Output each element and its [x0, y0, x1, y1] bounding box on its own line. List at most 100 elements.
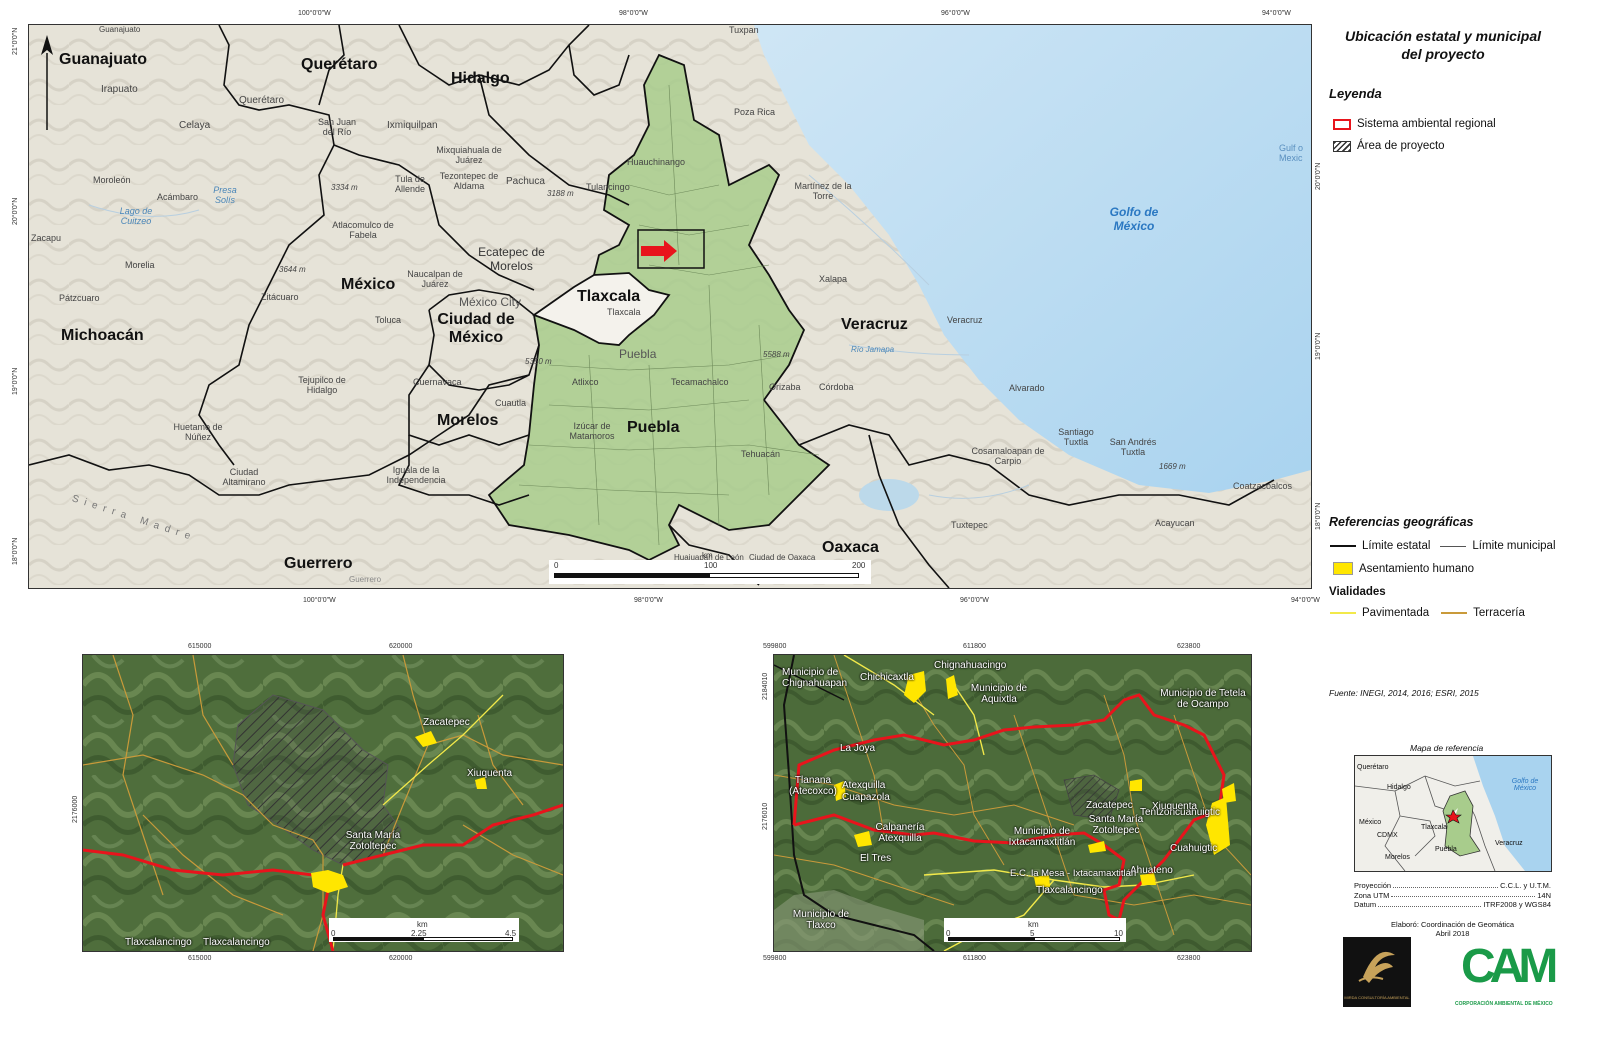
main-map[interactable]: Guanajuato Querétaro Hidalgo México Mich… — [28, 24, 1312, 589]
sar-swatch — [1333, 118, 1351, 130]
place-label: Pachuca — [506, 176, 545, 187]
scale-tick: 2.25 — [411, 929, 427, 938]
sar-boundary — [83, 848, 335, 951]
legend-heading: Leyenda — [1329, 86, 1382, 101]
north-arrow-icon — [41, 35, 53, 55]
place-label: Huauchinango — [627, 157, 686, 167]
scale-tick: 0 — [946, 929, 951, 938]
ref-label: México — [1359, 819, 1382, 826]
settlement-polygon — [1222, 783, 1236, 803]
legend-item-roads: Pavimentada Terracería — [1330, 607, 1525, 619]
inset-map-left[interactable]: Zacatepec Xiuquenta Santa María Zotoltep… — [82, 654, 564, 952]
settlement-polygon — [854, 831, 872, 847]
place-label: Ciudad de Oaxaca — [749, 553, 816, 562]
coord-label: 2176000 — [72, 795, 79, 823]
credits-line: Elaboró: Coordinación de Geomática — [1391, 920, 1514, 929]
place-label: 5588 m — [763, 350, 790, 359]
coord-label: 96°0'0"W — [960, 597, 989, 604]
place-label: Atexquilla — [842, 780, 886, 791]
state-label: México — [341, 276, 396, 293]
credits: Elaboró: Coordinación de Geomática Abril… — [1354, 920, 1551, 938]
state-label: Hidalgo — [451, 70, 510, 87]
proj-value: 14N — [1537, 890, 1551, 900]
state-limit — [782, 655, 935, 951]
place-label: Huetamo de Núñez — [173, 422, 223, 442]
place-label: Calpanería Atexquilla — [875, 822, 925, 844]
state-label: Tlaxcala — [577, 288, 641, 305]
paved-swatch — [1330, 612, 1356, 614]
coord-label: 2184010 — [762, 672, 769, 700]
coord-label: 20°0'0"N — [1315, 162, 1322, 190]
gulf-sea — [754, 25, 1311, 493]
ref-map-title: Mapa de referencia — [1410, 743, 1484, 753]
coord-label: 98°0'0"W — [634, 597, 663, 604]
place-label: Cosamaloapan de Carpio — [971, 446, 1045, 466]
place-label: Morelia — [125, 260, 155, 270]
place-label: Guerrero — [349, 575, 382, 584]
state-label: Oaxaca — [822, 539, 879, 556]
place-label: Municipio de Aquixtla — [970, 683, 1028, 705]
place-label: Chignahuacingo — [934, 660, 1007, 671]
coord-label: 620000 — [389, 643, 413, 650]
place-label: Municipio de Tlaxco — [792, 909, 850, 931]
legend-item-state-limit: Límite estatal Límite municipal — [1330, 540, 1556, 552]
place-label: 5350 m — [525, 357, 552, 366]
coord-label: 18°0'0"N — [1315, 502, 1322, 530]
coord-label: 599800 — [763, 643, 787, 650]
reference-map-canvas — [1355, 756, 1551, 871]
settlement-polygon — [834, 781, 846, 801]
place-label: Cuahuigtic — [1170, 843, 1218, 854]
proj-value: ITRF2008 y WGS84 — [1483, 900, 1551, 909]
inset-left-canvas — [83, 655, 563, 951]
scale-unit: km — [1028, 920, 1039, 929]
main-map-canvas — [29, 25, 1311, 588]
inset-right-canvas — [774, 655, 1251, 951]
place-label: 3644 m — [279, 265, 306, 274]
place-label: Tlanana (Atecoxco) — [789, 775, 837, 797]
place-label: Atlacomulco de Fabela — [332, 220, 394, 240]
ref-label: Querétaro — [1357, 764, 1389, 771]
place-label: E.C. la Mesa - Ixtacamaxtitlán — [1010, 868, 1137, 879]
place-label: Naucalpan de Juárez — [407, 269, 463, 289]
coord-label: 19°0'0"N — [1315, 332, 1322, 360]
place-label: Pátzcuaro — [59, 293, 100, 303]
place-label: San Juan del Río — [317, 117, 357, 137]
place-label: Martínez de la Torre — [794, 181, 852, 201]
settlement-polygon — [1088, 841, 1106, 853]
place-label: Irapuato — [101, 84, 138, 95]
cam-logo-text: CAM — [1461, 940, 1558, 993]
place-label: Izúcar de Matamoros — [569, 421, 615, 441]
ref-label: Golfo de México — [1511, 778, 1539, 792]
inset-left-scale-bar: 0 2.25 4.5 km — [329, 918, 519, 942]
inset-map-right[interactable]: Municipio de Chignahuapan Chichicaxtla C… — [773, 654, 1252, 952]
settlement-polygon — [475, 777, 487, 789]
coord-label: 21°0'0"N — [12, 27, 19, 55]
place-label: Ciudad Altamirano — [222, 467, 266, 487]
place-label: El Tres — [860, 853, 892, 864]
place-label: Santiago Tuxtla — [1058, 427, 1094, 447]
place-label: Acámbaro — [157, 192, 199, 202]
place-label: Querétaro — [239, 95, 285, 106]
place-label: Celaya — [179, 120, 211, 131]
place-label: Coatzacoalcos — [1233, 481, 1293, 491]
project-area — [232, 694, 402, 866]
state-label: Guerrero — [284, 555, 353, 572]
place-label: 1669 m — [1159, 462, 1186, 471]
place-label: Tula de Allende — [394, 174, 426, 194]
ref-label: Hidalgo — [1387, 784, 1411, 791]
legend-item-project: Área de proyecto — [1333, 140, 1445, 152]
state-label: Querétaro — [301, 56, 378, 73]
place-label: Zacatepec — [1086, 800, 1133, 811]
tlaxcala-region — [532, 272, 671, 346]
legend-item-settlement: Asentamiento humano — [1333, 562, 1474, 575]
place-label: Tentzoncuahuigtic — [1140, 807, 1221, 818]
settlement-polygon — [904, 671, 926, 703]
coord-label: 94°0'0"W — [1262, 10, 1291, 17]
place-label: Tehuacán — [741, 449, 781, 459]
proj-value: C.C.L. y U.T.M. — [1500, 881, 1551, 890]
coord-label: 19°0'0"N — [12, 367, 19, 395]
credits-line: Abril 2018 — [1435, 929, 1470, 938]
place-label: Tulancingo — [586, 182, 630, 192]
